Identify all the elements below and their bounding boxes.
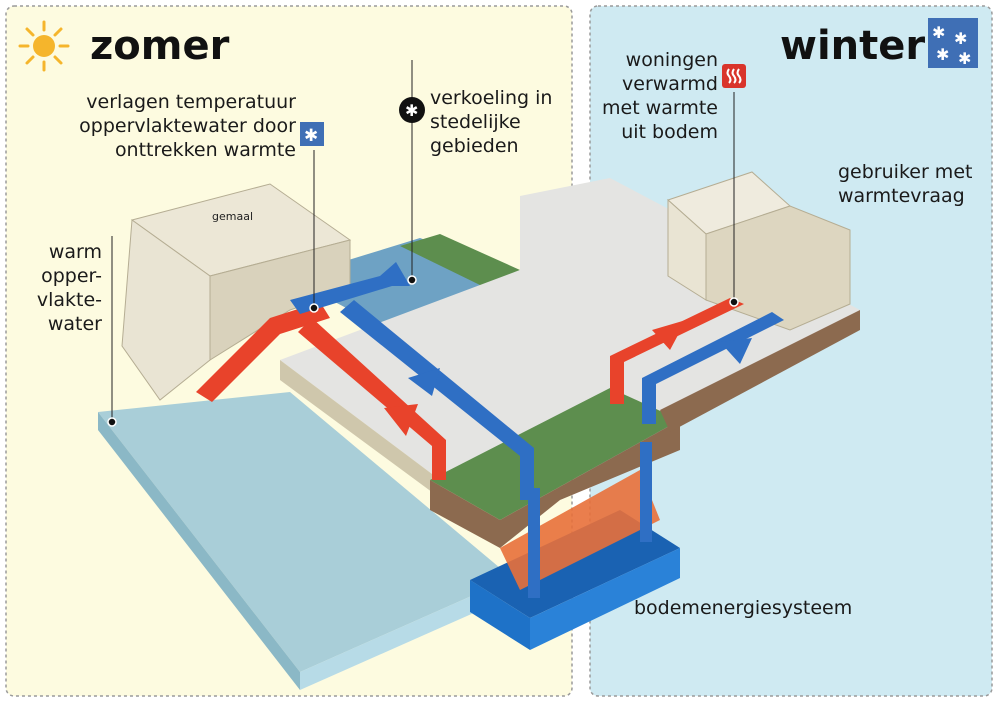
label-line: opper-	[41, 265, 102, 287]
label-line: verwarmd	[622, 73, 718, 95]
heat-waves-icon	[722, 64, 746, 88]
svg-text:✱: ✱	[405, 101, 418, 120]
grass-plot	[430, 388, 680, 520]
cold-flow-from-house	[642, 312, 784, 424]
water-slab-top	[98, 392, 512, 672]
snowflakes-icon: ✱ ✱ ✱ ✱	[928, 18, 978, 68]
svg-text:✱: ✱	[936, 45, 949, 64]
water-slab-front	[300, 578, 512, 690]
pumping-station-front	[121, 219, 211, 401]
storage-front	[470, 580, 530, 650]
svg-text:✱: ✱	[932, 23, 945, 42]
cold-flow-to-canal	[290, 262, 410, 314]
label-line: verkoeling in	[430, 87, 553, 109]
label-line: warm	[48, 241, 102, 263]
storage-top	[470, 510, 680, 618]
warm-surface-water-label: warm opper- vlakte- water	[10, 240, 102, 336]
cooling-star-icon: ✱	[399, 97, 425, 123]
label-line: warmtevraag	[838, 185, 965, 207]
label-line: oppervlaktewater door	[79, 115, 296, 137]
lower-temperature-label: verlagen temperatuur oppervlaktewater do…	[56, 90, 296, 162]
label-line: uit bodem	[621, 121, 718, 143]
warm-flow-to-house	[610, 298, 744, 404]
quay-side	[280, 360, 440, 498]
warm-pipe-down	[640, 442, 652, 542]
label-line: water	[47, 313, 102, 335]
warm-flow-house-arrow	[652, 320, 686, 350]
user-heat-demand-label: gebruiker met warmtevraag	[838, 160, 972, 208]
ground-energy-system-label: bodemenergiesysteem	[634, 597, 853, 619]
warm-flow-down	[298, 318, 446, 480]
label-line: stedelijke	[430, 111, 521, 133]
house-side	[705, 205, 851, 331]
label-line: vlakte-	[36, 289, 102, 311]
ground-strip-right	[660, 310, 860, 432]
sun-icon	[18, 20, 70, 72]
summer-title: zomer	[90, 23, 230, 69]
label-line: gebruiker met	[838, 161, 973, 183]
label-line: onttrekken warmte	[114, 139, 296, 161]
cold-flow-house-arrow	[720, 338, 752, 364]
svg-text:✱: ✱	[958, 49, 971, 68]
cold-flow-up	[340, 300, 534, 500]
warm-flow-arrow	[384, 404, 418, 436]
cold-pipe-down	[528, 488, 540, 598]
svg-text:✱: ✱	[954, 29, 967, 48]
warm-flow-intake	[196, 302, 330, 402]
label-line: gebieden	[430, 135, 519, 157]
label-line: verlagen temperatuur	[86, 91, 296, 113]
snowflake-icon: ✱	[300, 122, 324, 146]
label-line: woningen	[625, 49, 718, 71]
storage-side	[530, 548, 680, 650]
cooling-label: verkoeling in stedelijke gebieden	[430, 86, 552, 158]
water-slab-edge	[98, 412, 300, 690]
cold-flow-arrow	[408, 368, 440, 396]
pumping-station-label: gemaal	[212, 210, 254, 223]
label-line: met warmte	[602, 97, 718, 119]
svg-text:✱: ✱	[304, 126, 318, 146]
winter-title: winter	[780, 23, 926, 69]
grass-strip-top	[400, 234, 520, 286]
homes-heated-label: woningen verwarmd met warmte uit bodem	[590, 48, 718, 144]
ground-cutaway	[430, 420, 680, 548]
